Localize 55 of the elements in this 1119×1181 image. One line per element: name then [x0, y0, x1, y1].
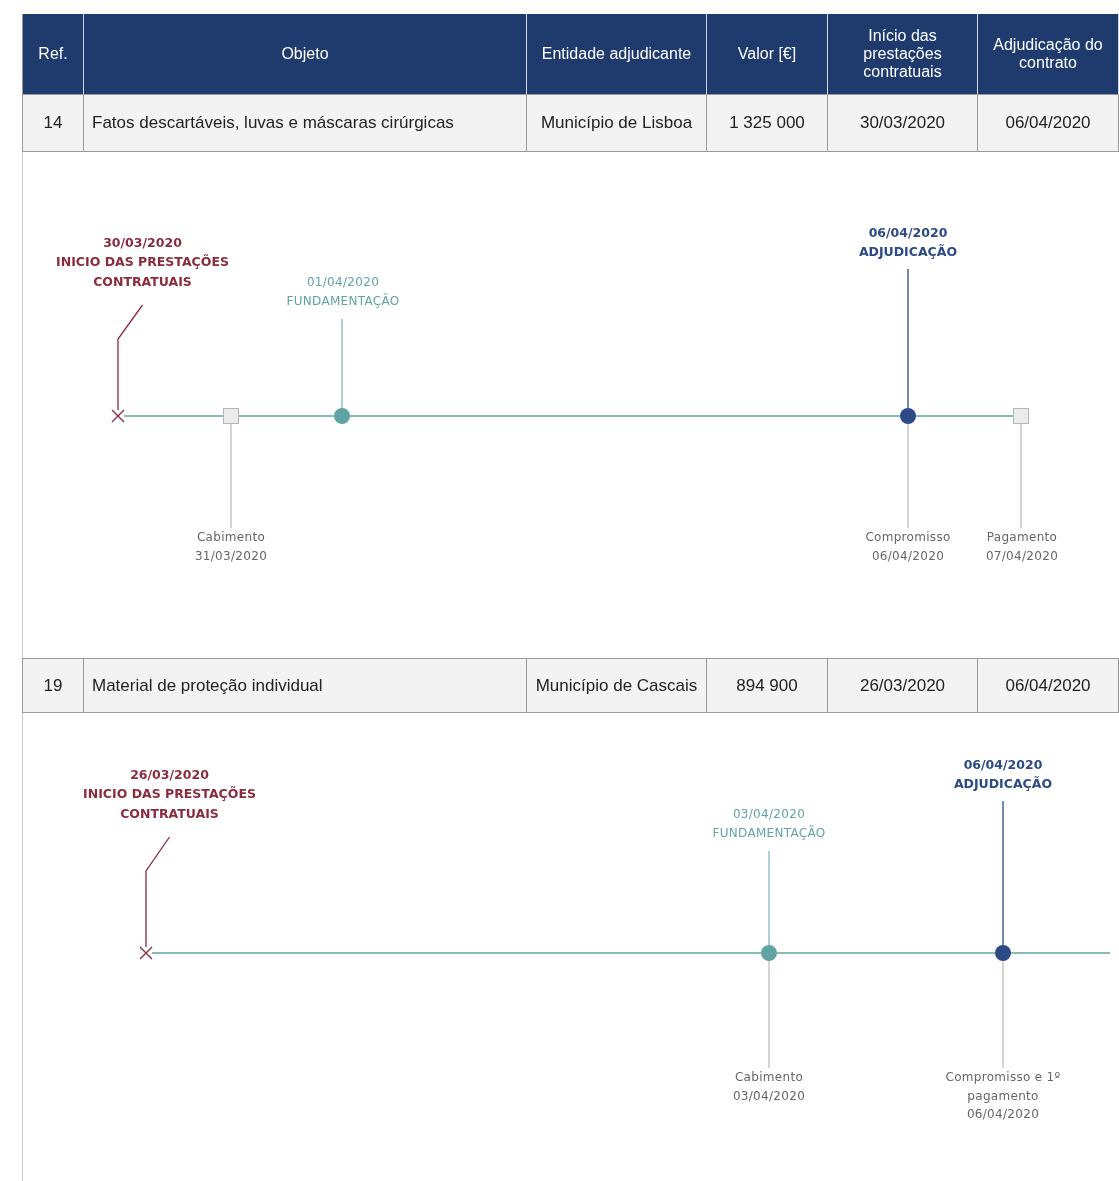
- event-label: 01/04/2020 FUNDAMENTAÇÃO: [268, 273, 418, 319]
- table-cell: 894 900: [707, 658, 828, 713]
- timeline-line: [915, 415, 1014, 417]
- event-label: Pagamento 07/04/2020: [972, 528, 1072, 574]
- timeline-line: [238, 415, 335, 417]
- header-cell: Valor [€]: [707, 14, 828, 95]
- circle-marker: [334, 408, 350, 424]
- table-cell: 14: [22, 95, 84, 152]
- table-cell: 26/03/2020: [828, 658, 978, 713]
- table-cell: Fatos descartáveis, luvas e máscaras cirúrgicas: [84, 95, 527, 152]
- event-label: Compromisso e 1º pagamento 06/04/2020: [938, 1068, 1068, 1140]
- header-cell: Adjudicação do contrato: [978, 14, 1119, 95]
- table-cell: 1 325 000: [707, 95, 828, 152]
- event-label: 26/03/2020 INICIO DAS PRESTAÇÕES CONTRATUAIS: [67, 765, 272, 837]
- event-label: 06/04/2020 ADJUDICAÇÃO: [843, 223, 973, 269]
- leader-line: [907, 423, 909, 529]
- circle-marker: [761, 945, 777, 961]
- table-cell: Material de proteção individual: [84, 658, 527, 713]
- table-cell: Município de Cascais: [527, 658, 707, 713]
- header-cell: Entidade adjudicante: [527, 14, 707, 95]
- cross-marker: [112, 410, 124, 422]
- square-marker: [1013, 408, 1029, 424]
- timeline-line: [151, 952, 762, 954]
- timeline-line: [776, 952, 996, 954]
- circle-marker: [995, 945, 1011, 961]
- event-label: 30/03/2020 INICIO DAS PRESTAÇÕES CONTRATUAIS: [40, 233, 245, 305]
- table-cell: Município de Lisboa: [527, 95, 707, 152]
- leader-line: [230, 423, 232, 529]
- leader-line: [117, 304, 144, 411]
- timeline-line: [349, 415, 901, 417]
- leader-line: [768, 960, 770, 1069]
- leader-line: [1002, 960, 1004, 1069]
- leader-line: [145, 836, 171, 948]
- square-marker: [223, 408, 239, 424]
- event-label: Compromisso 06/04/2020: [851, 528, 965, 574]
- leader-line: [768, 850, 770, 946]
- circle-marker: [900, 408, 916, 424]
- event-label: 06/04/2020 ADJUDICAÇÃO: [938, 755, 1068, 801]
- table-cell: 30/03/2020: [828, 95, 978, 152]
- event-label: 03/04/2020 FUNDAMENTAÇÃO: [694, 805, 844, 851]
- header-cell: Início das prestações contratuais: [828, 14, 978, 95]
- cross-marker: [140, 947, 152, 959]
- leader-line: [907, 268, 909, 409]
- leader-line: [341, 318, 343, 409]
- header-cell: Objeto: [84, 14, 527, 95]
- table-cell: 06/04/2020: [978, 95, 1119, 152]
- timeline-line: [123, 415, 224, 417]
- event-label: Cabimento 03/04/2020: [719, 1068, 819, 1114]
- table-cell: 19: [22, 658, 84, 713]
- timeline-line: [1010, 952, 1111, 954]
- event-label: Cabimento 31/03/2020: [181, 528, 281, 574]
- header-cell: Ref.: [22, 14, 84, 95]
- leader-line: [1002, 800, 1004, 946]
- table-cell: 06/04/2020: [978, 658, 1119, 713]
- leader-line: [1020, 423, 1022, 529]
